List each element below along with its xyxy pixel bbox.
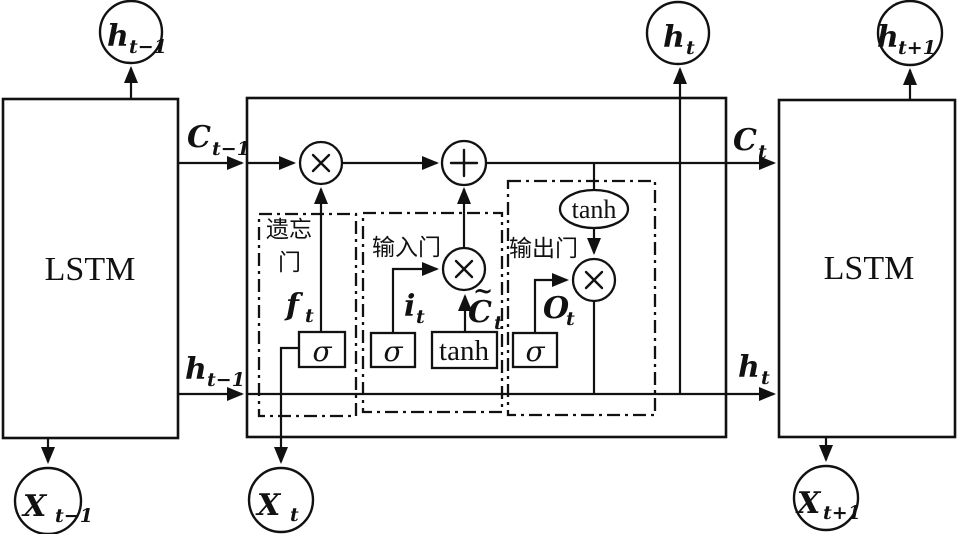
forget-gate-box bbox=[257, 212, 358, 418]
input-multiply-node bbox=[441, 246, 487, 292]
node-sub: t bbox=[686, 37, 695, 59]
label-sub: t bbox=[305, 305, 314, 327]
node-main: h bbox=[877, 20, 899, 55]
node-main: h bbox=[107, 19, 129, 54]
label-main: C bbox=[733, 123, 757, 158]
input-sigma-box: σ bbox=[369, 331, 417, 369]
i-t-label: i t bbox=[404, 289, 425, 328]
multiply-icon bbox=[454, 259, 474, 279]
output-gate-box bbox=[506, 179, 657, 417]
x-t-node: X t bbox=[247, 466, 315, 534]
node-sub: t−1 bbox=[129, 36, 167, 58]
label-sub: t bbox=[758, 141, 767, 163]
output-sigma-box: σ bbox=[511, 331, 559, 369]
node-main: X bbox=[255, 488, 282, 523]
left-lstm-box bbox=[1, 97, 180, 440]
forget-multiply-node bbox=[298, 140, 344, 186]
multiply-icon bbox=[584, 270, 604, 290]
sigma-label: σ bbox=[525, 335, 545, 368]
forget-gate-label-line2: 门 bbox=[278, 250, 301, 275]
label-main: O bbox=[543, 291, 569, 326]
node-main: h bbox=[663, 20, 685, 55]
add-node bbox=[440, 139, 488, 187]
x-t-wire bbox=[274, 346, 299, 464]
sigma-label: σ bbox=[312, 335, 332, 368]
o-t-label: O t bbox=[543, 291, 575, 330]
right-lstm-box bbox=[777, 98, 957, 439]
tanh-ellipse-label: tanh bbox=[572, 195, 617, 224]
output-multiply-node bbox=[571, 257, 617, 303]
h-prev-node: h t−1 bbox=[98, 0, 167, 65]
input-sigma-to-multiply-wire bbox=[391, 262, 439, 332]
sigma-label: σ bbox=[383, 335, 403, 368]
label-main: i bbox=[404, 289, 415, 324]
label-sub: t bbox=[566, 308, 575, 330]
x-prev-node: X t−1 bbox=[13, 466, 93, 534]
c-prev-label: C t−1 bbox=[187, 120, 250, 160]
label-sub: t−1 bbox=[212, 138, 250, 160]
output-sigma-to-multiply-wire bbox=[533, 273, 569, 332]
label-main: h bbox=[738, 350, 760, 385]
h-next-node: h t+1 bbox=[876, 0, 944, 67]
x-next-node: X t+1 bbox=[792, 464, 861, 532]
h-t-node: h t bbox=[645, 0, 711, 66]
label-sub: t bbox=[416, 306, 425, 328]
h-prev-wire-label: h t−1 bbox=[185, 352, 245, 391]
label-main: C bbox=[468, 295, 492, 330]
add-icon bbox=[449, 148, 479, 178]
node-sub: t bbox=[290, 504, 299, 526]
node-main: X bbox=[795, 486, 822, 521]
h-t-wire-label: h t bbox=[738, 350, 770, 389]
tanh-ellipse-node: tanh bbox=[558, 188, 630, 230]
left-lstm-label: LSTM bbox=[45, 251, 136, 288]
node-sub: t+1 bbox=[823, 502, 861, 524]
node-sub: t−1 bbox=[55, 505, 93, 527]
node-sub: t+1 bbox=[898, 37, 936, 59]
right-lstm-label: LSTM bbox=[824, 250, 915, 287]
c-tilde-label: ~ C t bbox=[468, 276, 503, 334]
node-main: X bbox=[21, 489, 48, 524]
forget-sigma-box: σ bbox=[297, 330, 347, 369]
input-gate-label: 输入门 bbox=[372, 235, 441, 260]
label-main: C bbox=[187, 120, 211, 155]
label-sub: t bbox=[494, 312, 503, 334]
label-tilde: ~ bbox=[473, 276, 493, 305]
label-sub: t−1 bbox=[207, 369, 245, 391]
output-gate-label: 输出门 bbox=[509, 236, 578, 261]
label-main: h bbox=[185, 352, 207, 387]
tanh-box-label: tanh bbox=[439, 335, 489, 367]
c-t-label: C t bbox=[733, 123, 767, 163]
forget-gate-label-line1: 遗忘 bbox=[266, 217, 312, 242]
candidate-tanh-box: tanh bbox=[430, 330, 499, 370]
label-sub: t bbox=[761, 367, 770, 389]
input-gate-box bbox=[361, 211, 504, 414]
tanh-ellipse bbox=[558, 188, 630, 230]
multiply-icon bbox=[311, 153, 331, 173]
